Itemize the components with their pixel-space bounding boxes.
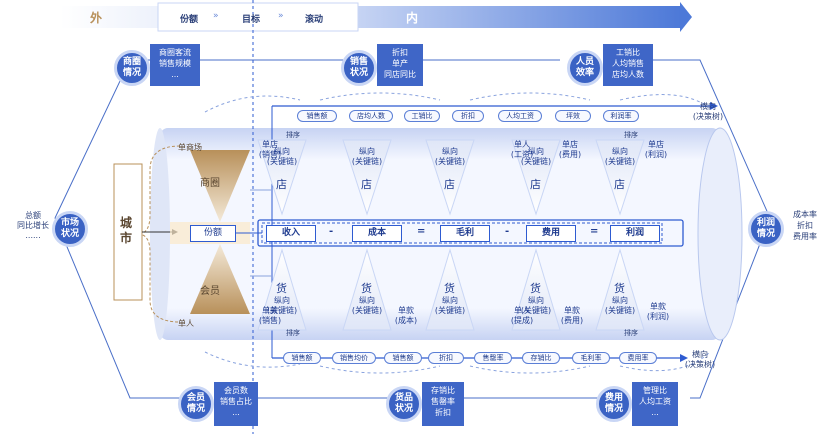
shangquan-label: 商圈 bbox=[200, 178, 220, 189]
bottom-pill: 费用率 bbox=[619, 352, 657, 364]
market-side-text: 总额同比增长...... bbox=[17, 211, 49, 240]
share-box: 份额 bbox=[190, 225, 236, 242]
top-pill: 折扣 bbox=[452, 110, 484, 122]
profit-side-text: 成本率折扣费用率 bbox=[793, 210, 817, 241]
goods-label: 货 bbox=[361, 282, 372, 295]
single-sku-profit: 单款 (利润) bbox=[646, 302, 670, 321]
shangquan-status-badge: 商圈 情况 bbox=[114, 50, 150, 86]
shangquan-info-box: 商圈客流销售规模... bbox=[150, 44, 200, 86]
single-person-commission: 单人 (提成) bbox=[510, 306, 534, 325]
single-store-sales: 单店 (销售) bbox=[258, 140, 282, 159]
flow-expense: 费用 bbox=[526, 225, 576, 242]
store-label: 店 bbox=[276, 178, 287, 191]
chevron-right-icon: » bbox=[213, 11, 219, 21]
vertical-chain-label: 纵向 (关键链) bbox=[434, 147, 466, 166]
chevron-right-icon: » bbox=[278, 11, 284, 21]
flow-operator: = bbox=[590, 226, 599, 237]
market-status-badge: 市场 状况 bbox=[52, 211, 88, 247]
store-label: 店 bbox=[614, 178, 625, 191]
top-pill: 店均人数 bbox=[349, 110, 393, 122]
single-store-expense: 单店 (费用) bbox=[558, 140, 582, 159]
staff-efficiency-badge: 人员 效率 bbox=[567, 50, 603, 86]
member-info-box: 会员数销售占比... bbox=[214, 382, 258, 426]
step-target: 目标 bbox=[242, 15, 261, 25]
sort-label: 排序 bbox=[286, 131, 300, 139]
single-person-label: 单人 bbox=[178, 319, 194, 328]
goods-label: 货 bbox=[614, 282, 625, 295]
single-person-wage: 单人 (工资) bbox=[510, 140, 534, 159]
flow-profit: 利润 bbox=[610, 225, 660, 242]
store-label: 店 bbox=[361, 178, 372, 191]
bottom-pill: 毛利率 bbox=[572, 352, 610, 364]
bottom-pill: 售罄率 bbox=[474, 352, 512, 364]
city-label: 城市 bbox=[120, 216, 133, 245]
flow-operator: = bbox=[417, 226, 426, 237]
horizontal-decision-tree-top: 横向 (决策树) bbox=[692, 102, 724, 121]
outer-label: 外 bbox=[90, 11, 103, 25]
step-rolling: 滚动 bbox=[305, 15, 324, 25]
inner-label: 内 bbox=[406, 11, 419, 25]
vertical-chain-label: 纵向 (关键链) bbox=[434, 296, 466, 315]
top-pill: 工销比 bbox=[404, 110, 440, 122]
vertical-chain-label: 纵向 (关键链) bbox=[604, 147, 636, 166]
top-pill: 坪效 bbox=[555, 110, 591, 122]
sort-label: 排序 bbox=[624, 131, 638, 139]
store-label: 店 bbox=[444, 178, 455, 191]
single-mall-label: 单商场 bbox=[178, 143, 202, 152]
vertical-chain-label: 纵向 (关键链) bbox=[266, 147, 298, 166]
goods-info-box: 存销比售罄率折扣 bbox=[422, 382, 464, 426]
flow-operator: - bbox=[505, 226, 510, 237]
vertical-chain-label: 纵向 (关键链) bbox=[266, 296, 298, 315]
sales-info-box: 折扣单产同店同比 bbox=[377, 44, 423, 86]
single-sku-cost: 单款 (成本) bbox=[394, 306, 418, 325]
goods-label: 货 bbox=[444, 282, 455, 295]
profit-status-badge: 利润 情况 bbox=[748, 211, 784, 247]
horizontal-decision-tree-bottom: 横向 (决策树) bbox=[684, 350, 716, 369]
bottom-pill: 销售额 bbox=[283, 352, 321, 364]
top-pill: 利润率 bbox=[603, 110, 639, 122]
member-label: 会员 bbox=[200, 286, 220, 297]
staff-info-box: 工销比人均销售店均人数 bbox=[603, 44, 653, 86]
vertical-chain-label: 纵向 (关键链) bbox=[520, 147, 552, 166]
step-share: 份额 bbox=[180, 15, 199, 25]
top-pill: 人均工资 bbox=[498, 110, 542, 122]
vertical-chain-label: 纵向 (关键链) bbox=[351, 147, 383, 166]
single-sku-expense: 单款 (费用) bbox=[560, 306, 584, 325]
top-pill: 销售额 bbox=[297, 110, 337, 122]
store-label: 店 bbox=[530, 178, 541, 191]
bottom-pill: 存销比 bbox=[522, 352, 560, 364]
sales-status-badge: 销售 状况 bbox=[341, 50, 377, 86]
sort-label: 排序 bbox=[286, 329, 300, 337]
expense-status-badge: 费用 情况 bbox=[596, 386, 632, 422]
flow-cost: 成本 bbox=[352, 225, 402, 242]
flow-gross-profit: 毛利 bbox=[440, 225, 490, 242]
member-status-badge: 会员 情况 bbox=[178, 386, 214, 422]
goods-status-badge: 货品 状况 bbox=[386, 386, 422, 422]
bottom-pill: 销售额 bbox=[384, 352, 422, 364]
goods-label: 货 bbox=[276, 282, 287, 295]
bottom-pill: 销售均价 bbox=[332, 352, 376, 364]
bottom-pill: 折扣 bbox=[428, 352, 464, 364]
flow-revenue: 收入 bbox=[266, 225, 316, 242]
single-sku-sales: 单款 (销售) bbox=[258, 306, 282, 325]
vertical-chain-label: 纵向 (关键链) bbox=[520, 296, 552, 315]
sort-label: 排序 bbox=[624, 329, 638, 337]
vertical-chain-label: 纵向 (关键链) bbox=[604, 296, 636, 315]
expense-info-box: 管理比人均工资... bbox=[632, 382, 678, 426]
goods-label: 货 bbox=[530, 282, 541, 295]
flow-operator: - bbox=[329, 226, 334, 237]
vertical-chain-label: 纵向 (关键链) bbox=[351, 296, 383, 315]
single-store-profit: 单店 (利润) bbox=[644, 140, 668, 159]
